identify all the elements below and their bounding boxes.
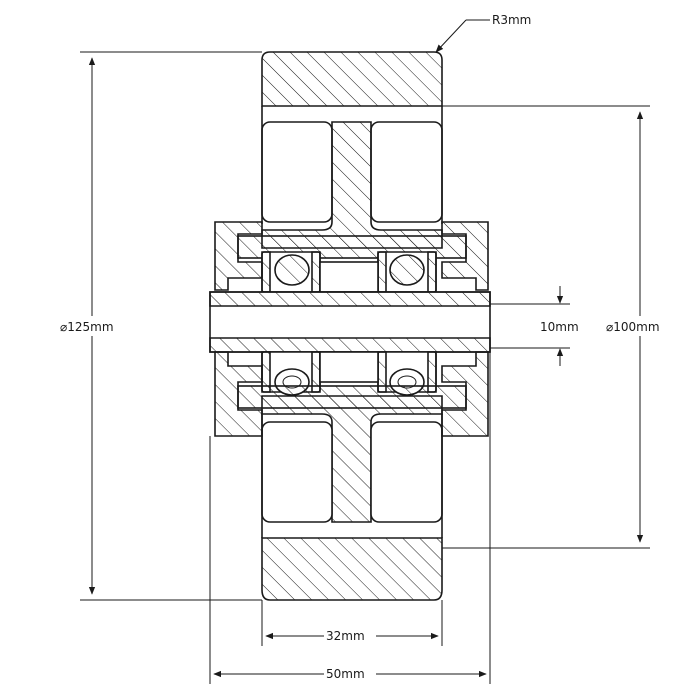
bore-label: 10mm [540, 320, 579, 334]
endcap-left-top [214, 221, 263, 291]
tread-bottom [261, 537, 443, 601]
radius-label: R3mm [492, 13, 531, 27]
hub-web-bottom [261, 395, 443, 523]
tread-top [261, 51, 443, 107]
ball-right-top [389, 254, 425, 286]
overall-width-label: 50mm [326, 667, 365, 681]
endcap-right-top [441, 221, 489, 291]
rim-top-right-pocket [370, 121, 443, 223]
tread-width-label: 32mm [326, 629, 365, 643]
spacer-top [319, 261, 379, 293]
ball-left-top [274, 254, 310, 286]
endcap-right-bottom [441, 351, 489, 437]
rim-bottom-right-pocket [370, 421, 443, 523]
endcap-left-bottom [214, 351, 263, 437]
rim-bottom-left-pocket [261, 421, 333, 523]
inner-diameter-label: ⌀100mm [606, 320, 660, 334]
rim-top-left-pocket [261, 121, 333, 223]
outer-diameter-label: ⌀125mm [60, 320, 114, 334]
spacer-bottom [319, 351, 379, 383]
